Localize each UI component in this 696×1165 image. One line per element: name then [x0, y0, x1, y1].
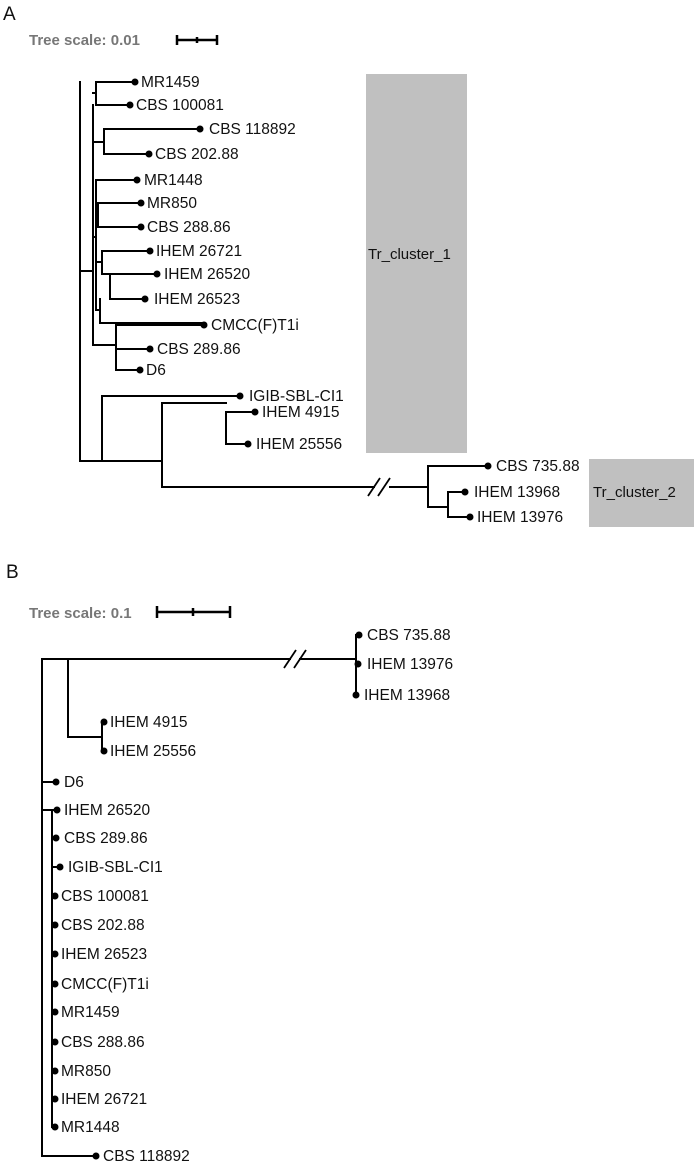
tip-a-cbs-202-88 — [145, 150, 153, 158]
leaf-label-a-cmcc-f-t1i: CMCC(F)T1i — [211, 317, 299, 334]
tip-b-ihem-26721 — [51, 1095, 59, 1103]
tip-b-ihem-25556 — [100, 747, 108, 755]
leaf-label-a-mr1448: MR1448 — [144, 172, 203, 189]
tip-a-cbs-100081 — [126, 101, 134, 109]
leaf-label-a-cbs-100081: CBS 100081 — [136, 97, 224, 114]
leaf-label-b-ihem-26523: IHEM 26523 — [61, 946, 147, 963]
tip-b-cbs-288-86 — [51, 1038, 59, 1046]
tip-b-mr850 — [51, 1067, 59, 1075]
tip-a-cbs-288-86 — [137, 223, 145, 231]
leaf-label-b-cbs-288-86: CBS 288.86 — [61, 1034, 145, 1051]
leaf-label-b-ihem-25556: IHEM 25556 — [110, 743, 196, 760]
tip-b-ihem-4915 — [100, 718, 108, 726]
leaf-label-a-cbs-202-88: CBS 202.88 — [155, 146, 239, 163]
leaf-label-b-mr1459: MR1459 — [61, 1004, 120, 1021]
leaf-label-b-cbs-289-86: CBS 289.86 — [64, 830, 148, 847]
tip-a-ihem-4915 — [251, 408, 259, 416]
leaf-label-a-cbs-288-86: CBS 288.86 — [147, 219, 231, 236]
panel-a-label: A — [3, 4, 16, 25]
leaf-label-b-cmcc-f-t1i: CMCC(F)T1i — [61, 976, 149, 993]
leaf-label-b-d6: D6 — [64, 774, 84, 791]
tip-b-igib-sbl-ci1 — [56, 863, 64, 871]
tree-a-branches — [79, 81, 489, 518]
leaf-label-a-d6: D6 — [146, 362, 166, 379]
tip-a-mr1459 — [131, 78, 139, 86]
leaf-label-b-mr850: MR850 — [61, 1063, 111, 1080]
panel-b: B Tree scale: 0.1 CBS 735.88 IHEM 13976 … — [6, 562, 453, 1165]
leaf-label-a-ihem-26523: IHEM 26523 — [154, 291, 240, 308]
tip-b-cbs-100081 — [51, 892, 59, 900]
leaf-label-b-ihem-4915: IHEM 4915 — [110, 714, 188, 731]
leaf-label-a-igib-sbl-ci1: IGIB-SBL-CI1 — [249, 388, 344, 405]
tip-b-ihem-13968 — [352, 691, 360, 699]
tip-b-cbs-118892 — [92, 1152, 100, 1160]
tip-a-ihem-13976 — [466, 513, 474, 521]
leaf-label-a-ihem-13968: IHEM 13968 — [474, 484, 560, 501]
leaf-label-b-ihem-13976: IHEM 13976 — [367, 656, 453, 673]
leaf-label-a-ihem-26520: IHEM 26520 — [164, 266, 251, 283]
tip-a-ihem-26520 — [153, 270, 161, 278]
leaf-label-a-ihem-25556: IHEM 25556 — [256, 436, 342, 453]
tip-a-mr1448 — [133, 176, 141, 184]
tip-a-cbs-735-88 — [484, 462, 492, 470]
leaf-label-b-ihem-13968: IHEM 13968 — [364, 687, 450, 704]
tree-scale-b-bar — [155, 606, 232, 618]
tip-b-mr1448 — [51, 1123, 59, 1131]
tip-b-cbs-735-88 — [355, 631, 363, 639]
tip-a-ihem-13968 — [461, 488, 469, 496]
leaf-label-b-cbs-735-88: CBS 735.88 — [367, 627, 451, 644]
cluster-label-tr-2: Tr_cluster_2 — [593, 484, 676, 501]
tree-scale-a: Tree scale: 0.01 — [29, 32, 219, 49]
leaf-label-b-cbs-100081: CBS 100081 — [61, 888, 149, 905]
leaf-label-b-cbs-118892: CBS 118892 — [103, 1148, 190, 1165]
tip-a-cbs-118892 — [196, 125, 204, 133]
tree-scale-b: Tree scale: 0.1 — [29, 605, 232, 622]
leaf-label-b-mr1448: MR1448 — [61, 1119, 120, 1136]
cluster-label-tr-1: Tr_cluster_1 — [368, 246, 451, 263]
leaf-label-a-mr1459: MR1459 — [141, 74, 200, 91]
leaf-label-b-cbs-202-88: CBS 202.88 — [61, 917, 145, 934]
tree-scale-a-bar — [175, 35, 219, 45]
tip-a-ihem-26523 — [141, 295, 149, 303]
tip-a-cbs-289-86 — [146, 345, 154, 353]
tip-a-mr850 — [137, 199, 145, 207]
tip-b-cbs-289-86 — [52, 834, 60, 842]
branch-break-b — [283, 649, 307, 669]
tip-b-ihem-13976 — [354, 660, 362, 668]
tree-scale-b-label: Tree scale: 0.1 — [29, 605, 132, 622]
branch-break-a — [367, 477, 391, 497]
leaf-label-b-igib-sbl-ci1: IGIB-SBL-CI1 — [68, 859, 163, 876]
leaf-label-a-ihem-13976: IHEM 13976 — [477, 509, 563, 526]
tree-scale-a-label: Tree scale: 0.01 — [29, 32, 140, 49]
tip-a-ihem-26721 — [146, 247, 154, 255]
tip-b-d6 — [52, 778, 60, 786]
tip-a-igib-sbl-ci1 — [236, 392, 244, 400]
leaf-label-a-cbs-735-88: CBS 735.88 — [496, 458, 580, 475]
panel-a: A Tree scale: 0.01 Tr_cluster_1 Tr_clust… — [3, 4, 694, 527]
leaf-label-a-cbs-289-86: CBS 289.86 — [157, 341, 241, 358]
cluster-box-tr-2 — [589, 459, 694, 527]
tip-b-ihem-26520 — [53, 806, 61, 814]
panel-b-label: B — [6, 562, 19, 583]
leaf-label-a-ihem-4915: IHEM 4915 — [262, 404, 340, 421]
leaf-label-b-ihem-26520: IHEM 26520 — [64, 802, 151, 819]
leaf-label-a-ihem-26721: IHEM 26721 — [156, 243, 242, 260]
cluster-box-tr-1 — [366, 74, 467, 453]
tip-b-ihem-26523 — [51, 950, 59, 958]
tip-b-mr1459 — [51, 1008, 59, 1016]
leaf-label-b-ihem-26721: IHEM 26721 — [61, 1091, 147, 1108]
tip-a-d6 — [136, 366, 144, 374]
tip-b-cbs-202-88 — [51, 921, 59, 929]
leaf-label-a-mr850: MR850 — [147, 195, 197, 212]
tip-b-cmcc-f-t1i — [51, 980, 59, 988]
leaf-label-a-cbs-118892: CBS 118892 — [209, 121, 296, 138]
tip-a-cmcc-f-t1i — [200, 321, 208, 329]
tip-a-ihem-25556 — [244, 440, 252, 448]
